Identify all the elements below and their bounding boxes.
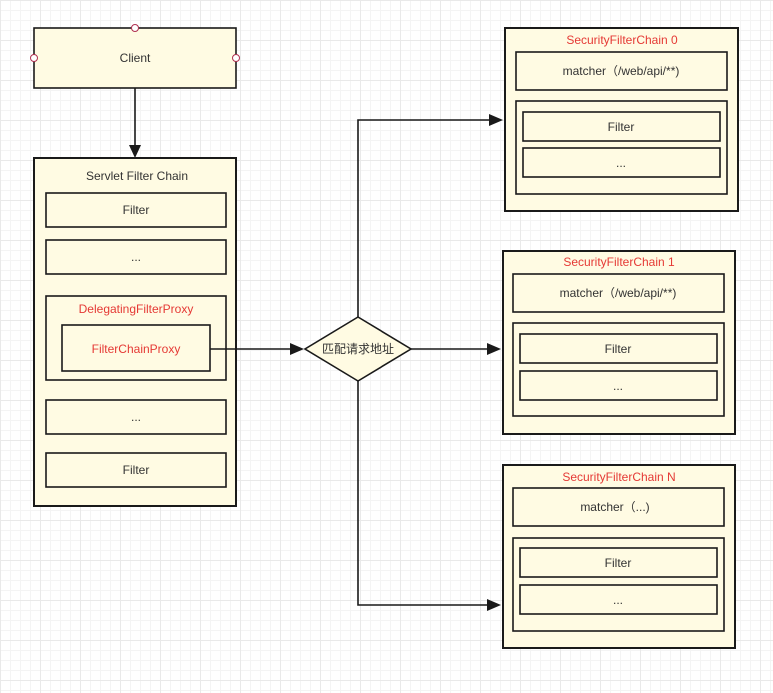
servlet-filter-bottom[interactable] [45, 452, 227, 488]
security-filter-chain-n: SecurityFilterChain N matcher（...) Filte… [502, 464, 736, 649]
servlet-filter-chain: Servlet Filter Chain Filter ... Delegati… [33, 157, 237, 507]
security-chain-n-dots-label: ... [613, 593, 623, 607]
security-chain-1-title: SecurityFilterChain 1 [563, 255, 675, 269]
security-chain-n-title: SecurityFilterChain N [562, 470, 675, 484]
security-chain-1-dots[interactable] [519, 370, 718, 401]
security-chain-1-matcher[interactable] [512, 273, 725, 313]
decision-node[interactable]: 匹配请求地址 [303, 316, 413, 382]
security-chain-0-title: SecurityFilterChain 0 [566, 33, 678, 47]
security-chain-n-matcher[interactable] [512, 487, 725, 527]
client-box[interactable] [33, 27, 237, 89]
decision-to-chain1-arrowhead [487, 343, 501, 355]
decision-label: 匹配请求地址 [322, 342, 394, 356]
security-chain-n-matcher-label: matcher（...) [580, 500, 649, 514]
security-chain-n-filter-label: Filter [605, 556, 632, 570]
client-port-left[interactable] [30, 54, 38, 62]
servlet-chain-title: Servlet Filter Chain [86, 169, 188, 183]
proxy-to-decision-arrowhead [290, 343, 304, 355]
filter-chain-proxy[interactable] [61, 324, 211, 372]
client-label: Client [120, 51, 151, 65]
security-chain-0-filter-label: Filter [608, 120, 635, 134]
decision-to-chainN-edge [357, 381, 488, 606]
security-chain-0-dots-label: ... [616, 156, 626, 170]
client-to-chain-arrowhead [129, 145, 141, 158]
security-chain-n-filter[interactable] [519, 547, 718, 578]
decision-to-chainN-arrowhead [487, 599, 501, 611]
delegating-filter-proxy-label: DelegatingFilterProxy [79, 302, 194, 316]
security-filter-chain-1: SecurityFilterChain 1 matcher（/web/api/*… [502, 250, 736, 435]
security-chain-1-dots-label: ... [613, 379, 623, 393]
filter-chain-proxy-label: FilterChainProxy [92, 342, 181, 356]
security-chain-n-dots[interactable] [519, 584, 718, 615]
security-chain-0-filter[interactable] [522, 111, 721, 142]
security-chain-0-matcher[interactable] [515, 51, 728, 91]
security-chain-1-filter-label: Filter [605, 342, 632, 356]
servlet-dots-top[interactable] [45, 239, 227, 275]
security-filter-chain-0: SecurityFilterChain 0 matcher（/web/api/*… [504, 27, 739, 212]
client-port-right[interactable] [232, 54, 240, 62]
servlet-filter-bottom-label: Filter [123, 463, 150, 477]
decision-to-chain0-arrowhead [489, 114, 503, 126]
servlet-filter-top[interactable] [45, 192, 227, 228]
servlet-dots-top-label: ... [131, 250, 141, 264]
security-chain-0-dots[interactable] [522, 147, 721, 178]
servlet-dots-bottom-label: ... [131, 410, 141, 424]
servlet-filter-top-label: Filter [123, 203, 150, 217]
security-chain-1-matcher-label: matcher（/web/api/**) [560, 286, 677, 300]
decision-to-chain0-edge [357, 119, 490, 317]
client-node[interactable]: Client [30, 24, 240, 89]
security-chain-0-matcher-label: matcher（/web/api/**) [563, 64, 680, 78]
client-port-top[interactable] [131, 24, 139, 32]
servlet-dots-bottom[interactable] [45, 399, 227, 435]
security-chain-1-filter[interactable] [519, 333, 718, 364]
